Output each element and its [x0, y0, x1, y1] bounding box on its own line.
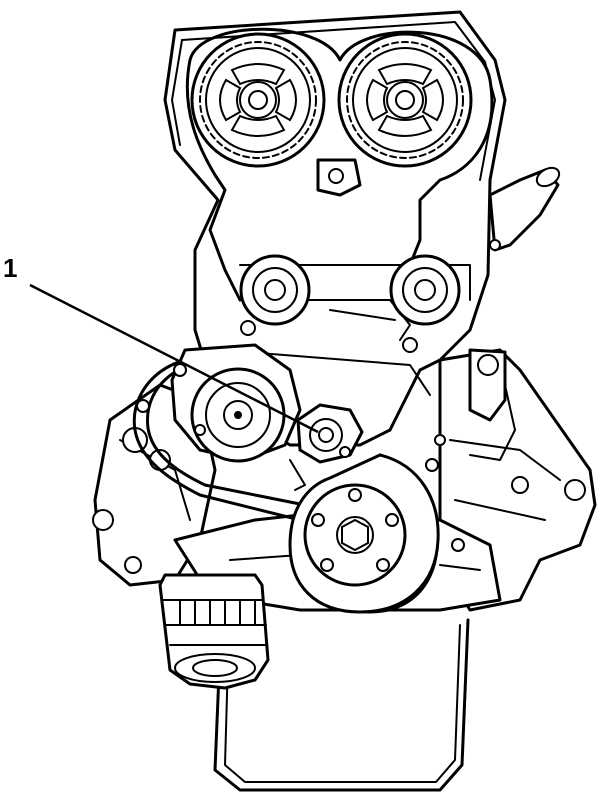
- callout-1-label: 1: [3, 253, 17, 283]
- callout-1: 1: [3, 253, 319, 434]
- callout-1-leader-line: [29, 283, 319, 434]
- timing-belt: [185, 27, 494, 302]
- crankshaft-pulley: [288, 453, 440, 614]
- camshaft-sprocket-exhaust: [337, 32, 473, 168]
- oil-filter: [158, 573, 270, 690]
- coolant-outlet-pipe: [488, 166, 561, 252]
- idler-pulley-left: [239, 254, 311, 326]
- oil-pan: [213, 618, 470, 792]
- idler-bracket: [240, 299, 418, 353]
- camshaft-sprocket-intake: [190, 32, 326, 168]
- block-bolts: [136, 399, 465, 552]
- idler-pulley-right: [389, 254, 461, 326]
- tensioner-arm-bolt: [289, 403, 364, 491]
- center-bracket: [316, 158, 362, 197]
